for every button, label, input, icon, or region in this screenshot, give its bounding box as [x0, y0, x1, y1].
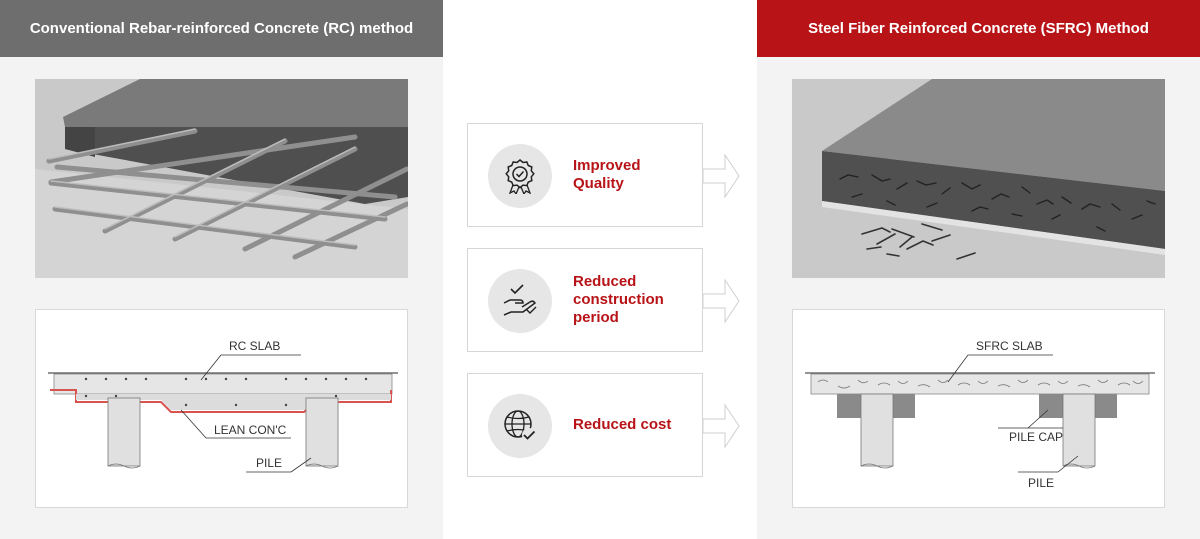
rc-panel-title: Conventional Rebar-reinforced Concrete (…	[0, 0, 443, 57]
hand-check-icon	[503, 284, 537, 316]
arrow-right-icon	[703, 403, 740, 449]
arrow-right-icon	[703, 153, 740, 199]
rc-method-panel: Conventional Rebar-reinforced Concrete (…	[0, 0, 443, 539]
sfrc-pile-label: PILE	[1028, 476, 1054, 490]
benefit-improved-quality: Improved Quality	[467, 123, 703, 227]
arrow-right-icon	[703, 278, 740, 324]
sfrc-panel-title: Steel Fiber Reinforced Concrete (SFRC) M…	[757, 0, 1200, 57]
rc-section-diagram: RC SLAB LEAN CON'C PILE	[35, 309, 408, 508]
benefit-reduced-period: Reduced construction period	[467, 248, 703, 352]
rc-slab-label: RC SLAB	[229, 339, 280, 353]
benefit-label: Improved Quality	[573, 157, 641, 192]
globe-check-icon	[504, 410, 536, 442]
benefit-reduced-cost: Reduced cost	[467, 373, 703, 477]
sfrc-pile-cap-label: PILE CAP	[1009, 430, 1063, 444]
sfrc-slab-label: SFRC SLAB	[976, 339, 1043, 353]
benefit-label: Reduced construction period	[573, 273, 664, 326]
sfrc-method-panel: Steel Fiber Reinforced Concrete (SFRC) M…	[757, 0, 1200, 539]
rc-pile-label: PILE	[256, 456, 282, 470]
sfrc-section-diagram: SFRC SLAB PILE CAP PILE	[792, 309, 1165, 508]
sfrc-slab-illustration	[792, 79, 1165, 278]
benefit-label: Reduced cost	[573, 416, 672, 433]
rc-slab-illustration	[35, 79, 408, 278]
rc-lean-label: LEAN CON'C	[214, 423, 287, 437]
award-badge-icon	[505, 159, 535, 194]
